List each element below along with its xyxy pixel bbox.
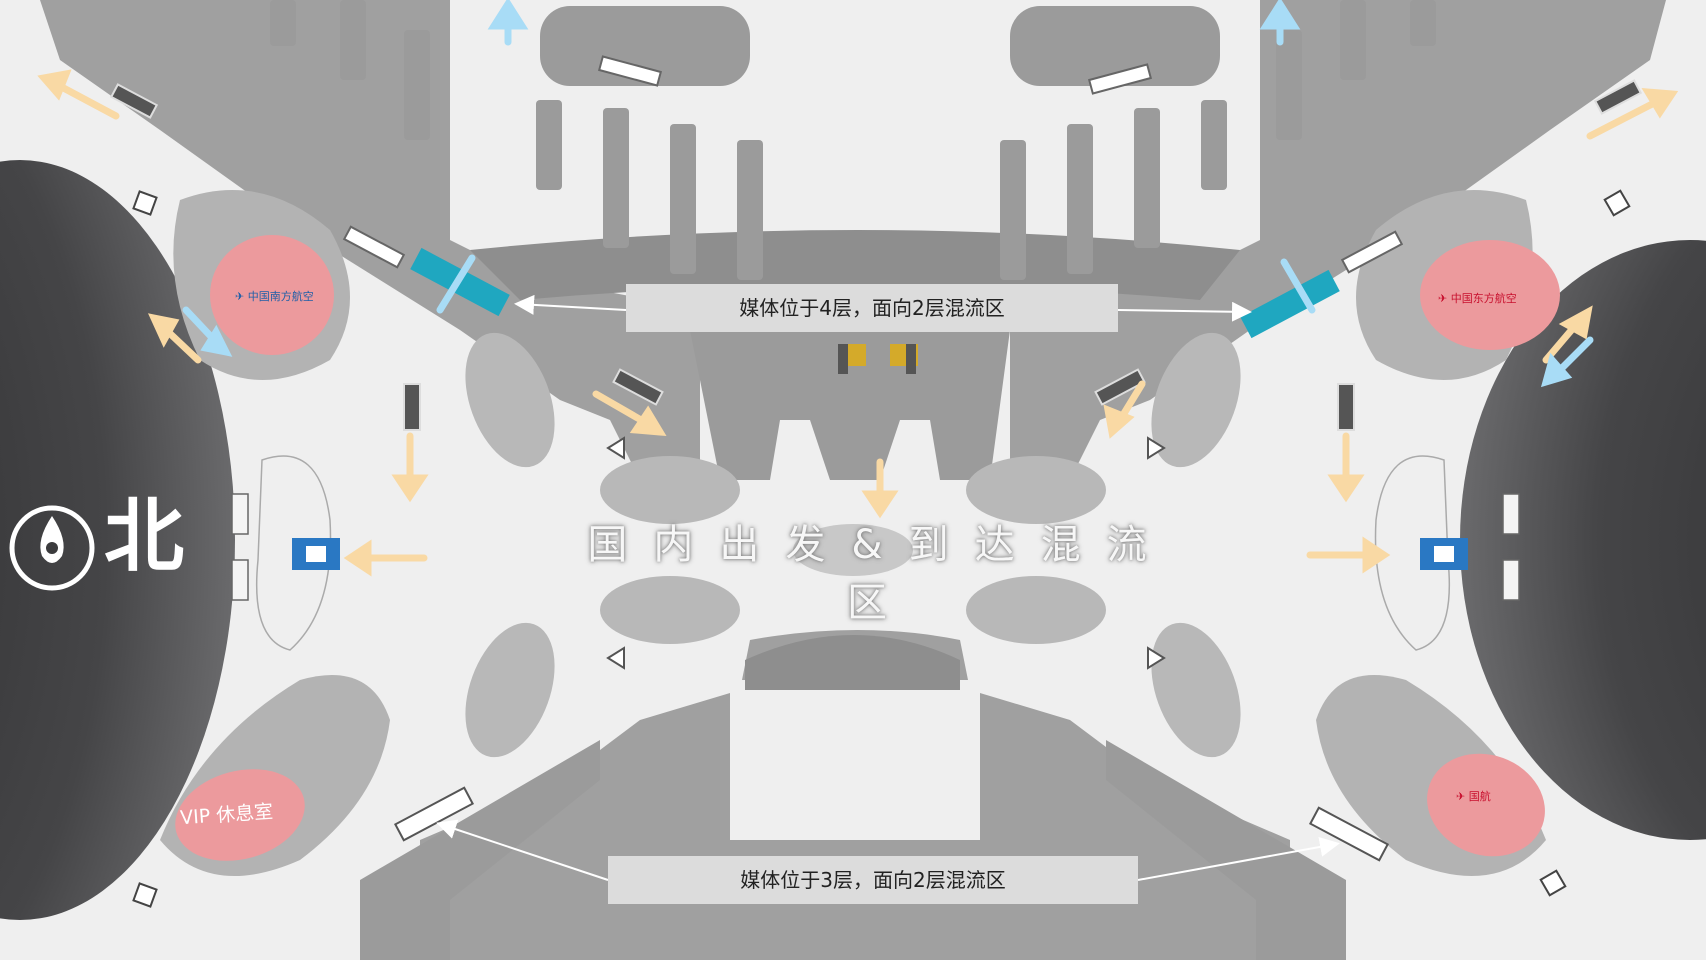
direction-triangles (606, 436, 1166, 670)
bottom-wing-right (1106, 740, 1346, 960)
vip-lounge-area (175, 769, 305, 861)
columns (132, 189, 1631, 908)
block-top-2 (1010, 6, 1220, 86)
outer-zone-right (1460, 240, 1706, 840)
elevator-icon (292, 538, 340, 570)
china-southern-area (210, 235, 334, 355)
china-eastern-area (1420, 240, 1560, 350)
china-eastern-logo: ✈ 中国东方航空 (1438, 291, 1517, 305)
central-top-pier (470, 230, 1240, 300)
callout-leaders (436, 294, 1340, 881)
gate-fingers (270, 0, 1436, 280)
gate-markers (342, 55, 1404, 274)
media-callout-lower: 媒体位于3层，面向2层混流区 (608, 856, 1138, 904)
block-top-1 (540, 6, 750, 86)
north-label: 北 (104, 490, 184, 583)
bottom-court (730, 680, 980, 840)
dark-screens (109, 79, 1643, 431)
zone-title: 国内出发&到达混流区 (587, 522, 1173, 626)
china-southern-logo: ✈ 中国南方航空 (235, 289, 314, 303)
air-china-logo: ✈ 国航 (1456, 789, 1491, 803)
restroom-icon (838, 344, 918, 374)
bottom-wing-left (360, 740, 600, 960)
flow-arrows-blue (182, 0, 1594, 388)
media-screen-upper-right (1240, 269, 1340, 339)
curb-outlines (255, 455, 1451, 651)
outer-zone-left (0, 160, 235, 920)
flow-arrows (37, 69, 1679, 577)
entry-doors (231, 493, 1520, 601)
central-core (690, 330, 1010, 480)
inner-pods (465, 332, 1241, 758)
media-callout-upper: 媒体位于4层，面向2层混流区 (626, 284, 1118, 332)
elevator-icon (1420, 538, 1468, 570)
media-screen-lower-right (1308, 806, 1390, 862)
bottom-pier (745, 635, 960, 690)
air-china-area (1427, 753, 1545, 857)
north-compass-icon (9, 505, 95, 591)
